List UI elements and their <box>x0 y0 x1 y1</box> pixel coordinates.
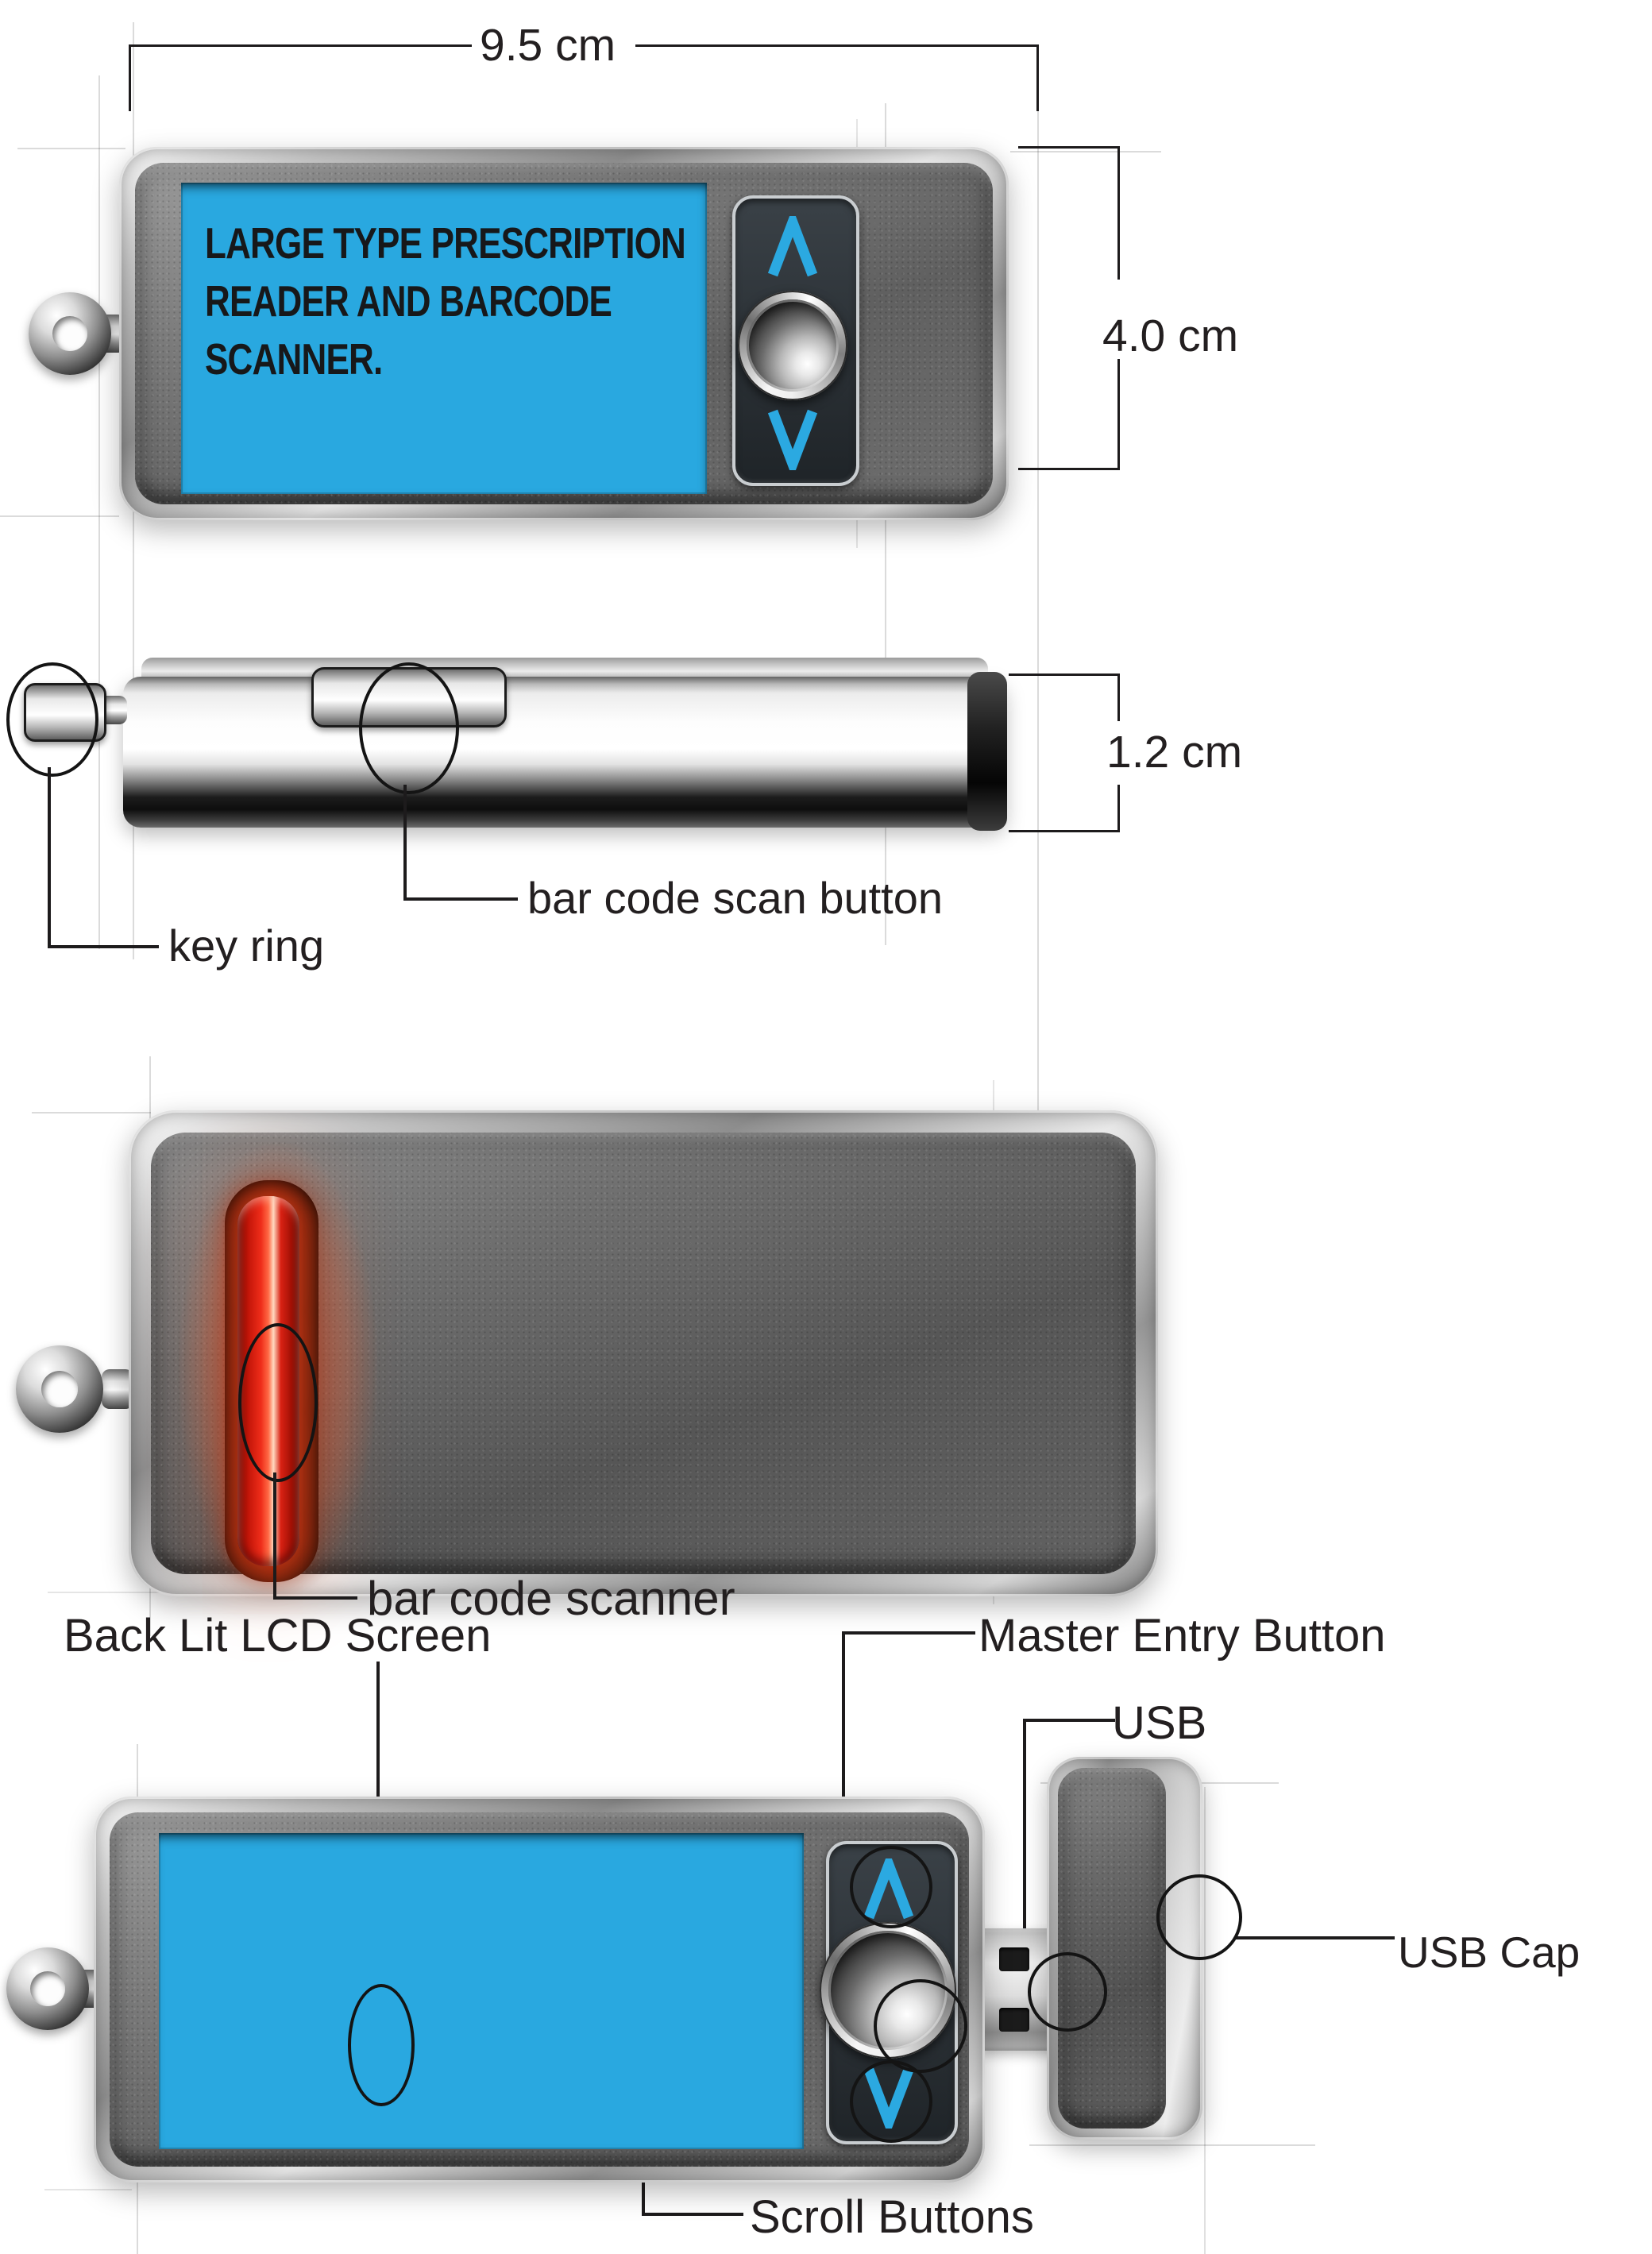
thickness-dimension-label: 1.2 cm <box>1106 727 1243 778</box>
annotation-circle-key-ring <box>6 662 98 777</box>
master-entry-button <box>738 291 847 400</box>
thickness-dimension-tick <box>1009 673 1120 676</box>
leader-line <box>1023 1719 1115 1722</box>
height-dimension-label: 4.0 cm <box>1102 311 1239 361</box>
guide-line <box>98 75 100 949</box>
guide-line <box>32 1112 151 1113</box>
side-end-cap <box>967 672 1007 831</box>
usb-cap-label: USB Cap <box>1398 1928 1581 1977</box>
annotation-circle-usb-cap <box>1156 1874 1242 1960</box>
thickness-dimension-line <box>1117 785 1120 832</box>
leader-line <box>842 1631 975 1635</box>
usb-label: USB <box>1112 1697 1207 1749</box>
key-ring <box>6 1947 89 2030</box>
leader-line <box>1236 1936 1395 1939</box>
chevron-up-icon <box>768 216 817 277</box>
lcd-text-line: SCANNER. <box>205 334 383 384</box>
key-ring-hole <box>30 1971 65 2006</box>
guide-line <box>1204 1787 1206 2254</box>
width-dimension-tick <box>129 44 131 111</box>
guide-line <box>44 2189 132 2190</box>
leader-line <box>48 767 51 948</box>
lcd-label: Back Lit LCD Screen <box>64 1610 492 1662</box>
guide-line <box>17 148 125 149</box>
width-dimension-line <box>635 44 1039 47</box>
key-ring <box>16 1345 103 1433</box>
height-dimension-tick <box>1018 146 1120 149</box>
usb-contact <box>999 1947 1029 1971</box>
height-dimension-tick <box>1018 468 1120 470</box>
guide-line <box>1010 151 1161 152</box>
guide-line <box>0 515 119 517</box>
leader-line <box>1023 1719 1026 1957</box>
annotation-circle-master-button <box>874 1979 967 2073</box>
width-dimension-tick <box>1036 44 1039 111</box>
annotation-circle-scroll-up <box>850 1846 932 1928</box>
scanner-label: bar code scanner <box>367 1572 735 1625</box>
leader-line <box>273 1472 276 1600</box>
leader-line <box>642 2213 743 2216</box>
leader-line <box>48 945 159 948</box>
width-dimension-label: 9.5 cm <box>480 20 616 71</box>
usb-cap-face <box>1058 1768 1166 2129</box>
side-body <box>123 677 1006 828</box>
key-ring-hole <box>52 316 87 351</box>
leader-line <box>403 897 518 901</box>
height-dimension-line <box>1117 359 1120 470</box>
usb-contact <box>999 2008 1029 2032</box>
key-ring-stub <box>102 1369 133 1409</box>
chevron-down-icon <box>768 409 817 470</box>
lcd-text-line: LARGE TYPE PRESCRIPTION <box>205 218 686 268</box>
annotation-circle-scanner <box>238 1323 318 1482</box>
lcd-screen-blank <box>159 1833 804 2149</box>
scroll-buttons-label: Scroll Buttons <box>750 2191 1034 2243</box>
leader-line <box>403 785 407 901</box>
guide-line <box>1037 48 1039 1596</box>
annotation-circle-scan-button <box>359 662 459 794</box>
height-dimension-line <box>1117 146 1120 280</box>
guide-line <box>48 1592 175 1593</box>
master-entry-button-face <box>747 299 839 392</box>
master-button-label: Master Entry Button <box>978 1610 1386 1662</box>
scan-button-label: bar code scan button <box>527 873 944 923</box>
thickness-dimension-tick <box>1009 830 1120 832</box>
leader-line <box>273 1596 357 1600</box>
annotation-circle-lcd <box>348 1984 415 2106</box>
key-ring <box>29 292 111 375</box>
guide-line <box>1029 2144 1315 2146</box>
lcd-text-line: READER AND BARCODE <box>205 276 612 326</box>
annotation-circle-usb <box>1028 1952 1107 2032</box>
thickness-dimension-line <box>1117 673 1120 721</box>
lcd-text: LARGE TYPE PRESCRIPTION READER AND BARCO… <box>205 214 701 388</box>
lcd-screen: LARGE TYPE PRESCRIPTION READER AND BARCO… <box>181 183 707 494</box>
guide-line <box>885 103 886 945</box>
width-dimension-line <box>129 44 472 47</box>
key-ring-hole <box>41 1371 78 1407</box>
annotation-circle-scroll-down <box>850 2060 932 2143</box>
key-ring-label: key ring <box>168 921 325 971</box>
